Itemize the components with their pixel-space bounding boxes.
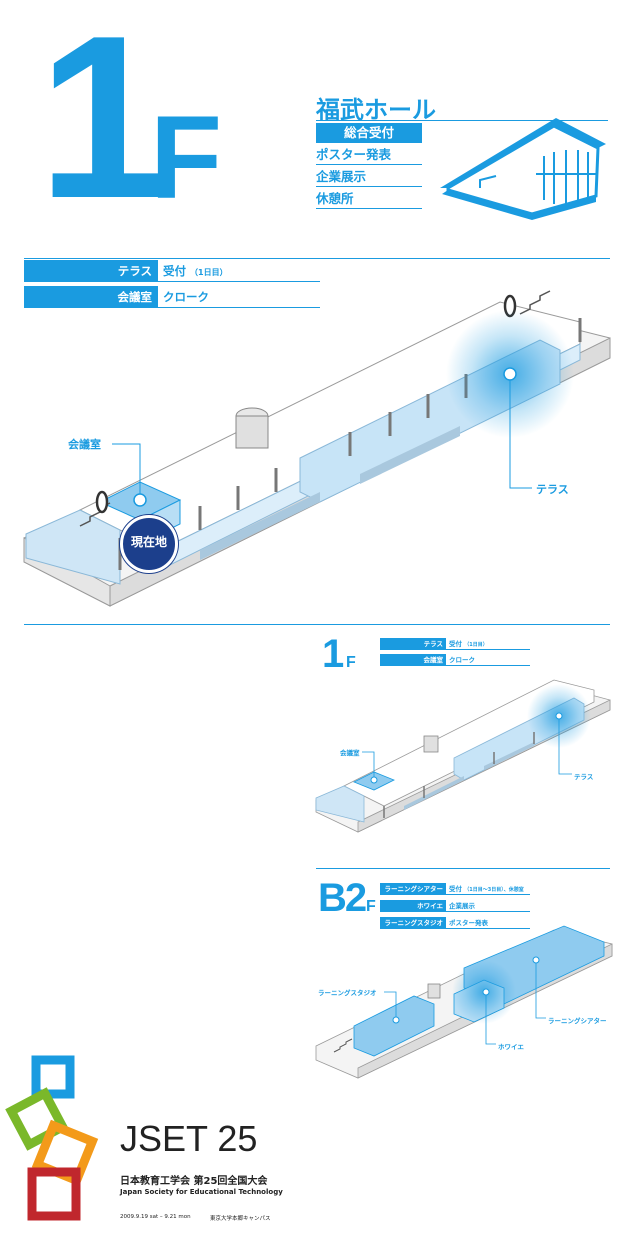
- callout-terrace: テラス: [536, 483, 569, 496]
- main-row-terrace-value-text: 受付: [163, 264, 186, 278]
- mini-b2f-callout-studio: ラーニングスタジオ: [318, 989, 377, 997]
- mini-b2f-row-foyer: ホワイエ 企業展示: [380, 900, 530, 912]
- mini-b2f-row-theater-label: ラーニングシアター: [380, 883, 446, 895]
- jset-logo-icon: [5, 1055, 99, 1221]
- section-rule-mini: [24, 624, 610, 625]
- mini-b2f-row-studio: ラーニングスタジオ ポスター発表: [380, 917, 530, 929]
- mini-b2f-row-theater-value: 受付 （1日目〜3日目）、休憩室: [446, 883, 530, 895]
- mini-b2f-row-foyer-value: 企業展示: [446, 900, 530, 912]
- section-rule-top: [24, 258, 610, 259]
- mini-b2f-row-theater-value-note: （1日目〜3日目）、休憩室: [464, 887, 524, 893]
- event-venue: 東京大学本郷キャンパス: [210, 1216, 271, 1222]
- mini-b2f-row-studio-label: ラーニングスタジオ: [380, 917, 446, 929]
- mini-b2f-row-studio-value: ポスター発表: [446, 917, 530, 929]
- main-row-meeting: 会議室 クローク: [24, 286, 320, 308]
- mini-1f-row-meeting-label: 会議室: [380, 654, 446, 666]
- mini-b2f-callout-foyer: ホワイエ: [498, 1043, 524, 1051]
- main-row-terrace-label: テラス: [24, 260, 158, 282]
- mini-1f-callout-meeting-room: 会議室: [340, 749, 360, 757]
- main-row-meeting-value: クローク: [158, 286, 320, 308]
- hall-title-rule: [316, 120, 608, 121]
- main-row-meeting-label: 会議室: [24, 286, 158, 308]
- mini-floor-plan-b2f: [315, 925, 613, 1079]
- japanese-name: 日本教育工学会 第25回全国大会: [120, 1176, 268, 1187]
- hall-title: 福武ホール: [316, 96, 436, 124]
- mini-1f-row-terrace-value-text: 受付: [449, 640, 462, 648]
- floor-plan-1f: [23, 290, 611, 607]
- building-icon: [440, 118, 606, 220]
- mini-b2f-letter: F: [366, 898, 376, 915]
- floor-letter: F: [150, 92, 223, 224]
- callout-meeting-room: 会議室: [68, 438, 101, 451]
- logo-title: JSET 25: [120, 1118, 258, 1159]
- mini-1f-number: 1: [322, 632, 345, 676]
- mini-1f-row-meeting-value: クローク: [446, 654, 530, 666]
- mini-1f-row-terrace-value: 受付 （1日目）: [446, 638, 530, 650]
- mini-b2f-row-theater-value-text: 受付: [449, 885, 462, 893]
- mini-b2f-row-foyer-label: ホワイエ: [380, 900, 446, 912]
- hall-item-rest: 休憩所: [316, 189, 422, 209]
- event-dates: 2009.9.19 sat – 9.21 mon: [120, 1214, 191, 1220]
- mini-1f-row-terrace: テラス 受付 （1日目）: [380, 638, 530, 650]
- section-rule-b2f: [316, 868, 610, 869]
- mini-1f-row-terrace-value-note: （1日目）: [464, 642, 488, 648]
- hall-item-poster: ポスター発表: [316, 145, 422, 165]
- mini-1f-callout-terrace: テラス: [574, 773, 594, 781]
- english-name: Japan Society for Educational Technology: [120, 1188, 283, 1196]
- mini-1f-row-meeting: 会議室 クローク: [380, 654, 530, 666]
- mini-b2f-callout-theater: ラーニングシアター: [548, 1017, 607, 1025]
- current-location-marker: [120, 515, 178, 573]
- main-row-terrace-value-note: （1日目）: [190, 268, 228, 277]
- current-location-label: 現在地: [130, 535, 167, 549]
- hall-item-exhibit: 企業展示: [316, 167, 422, 187]
- main-row-terrace: テラス 受付 （1日目）: [24, 260, 320, 282]
- main-row-terrace-value: 受付 （1日目）: [158, 260, 320, 282]
- mini-floor-plan-1f: [315, 679, 611, 833]
- mini-b2f-row-theater: ラーニングシアター 受付 （1日目〜3日目）、休憩室: [380, 883, 530, 895]
- mini-b2f-number: B2: [318, 876, 367, 920]
- hall-item-reception: 総合受付: [316, 123, 422, 143]
- floor-number: 1: [38, 0, 167, 247]
- mini-1f-letter: F: [346, 654, 356, 671]
- mini-1f-row-terrace-label: テラス: [380, 638, 446, 650]
